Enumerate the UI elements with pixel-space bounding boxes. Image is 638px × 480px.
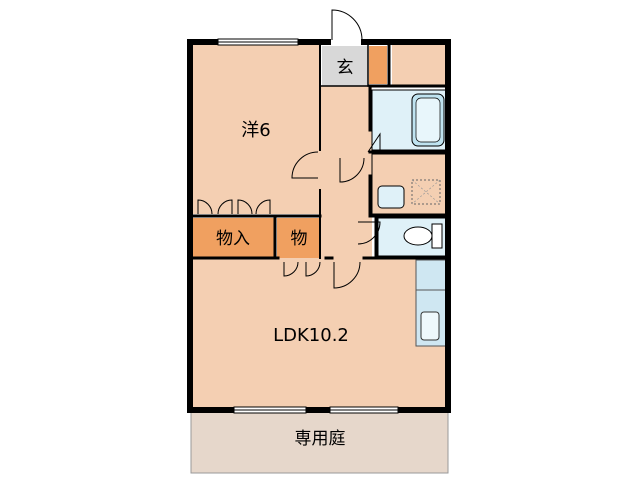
entrance-label: 玄 (337, 58, 354, 78)
garden-area (190, 409, 449, 474)
western-room-label: 洋6 (241, 120, 270, 141)
interior-walls (190, 42, 448, 260)
kitchen-sink (420, 311, 440, 341)
storage-small-floor (277, 218, 320, 258)
toilet-tank (431, 223, 443, 249)
door-swings (197, 9, 381, 289)
toilet-bowl (403, 226, 433, 246)
storage-closet-label: 物入 (216, 229, 250, 249)
washer-space (411, 179, 441, 205)
ldk-label: LDK10.2 (273, 325, 349, 346)
north-storage-room (392, 44, 446, 86)
shoe-cabinet (369, 46, 387, 84)
exterior-walls (187, 39, 451, 413)
bathtub-inner (415, 97, 441, 143)
windows (217, 38, 399, 414)
western-room-floor (192, 44, 320, 214)
storage-closet-floor (192, 218, 274, 258)
entrance-floor (322, 46, 368, 86)
storage-small-label: 物 (291, 229, 308, 249)
ldk-floor (192, 258, 446, 408)
private-garden-label: 専用庭 (295, 429, 346, 449)
sink (377, 185, 405, 209)
hallway-floor (320, 86, 372, 258)
